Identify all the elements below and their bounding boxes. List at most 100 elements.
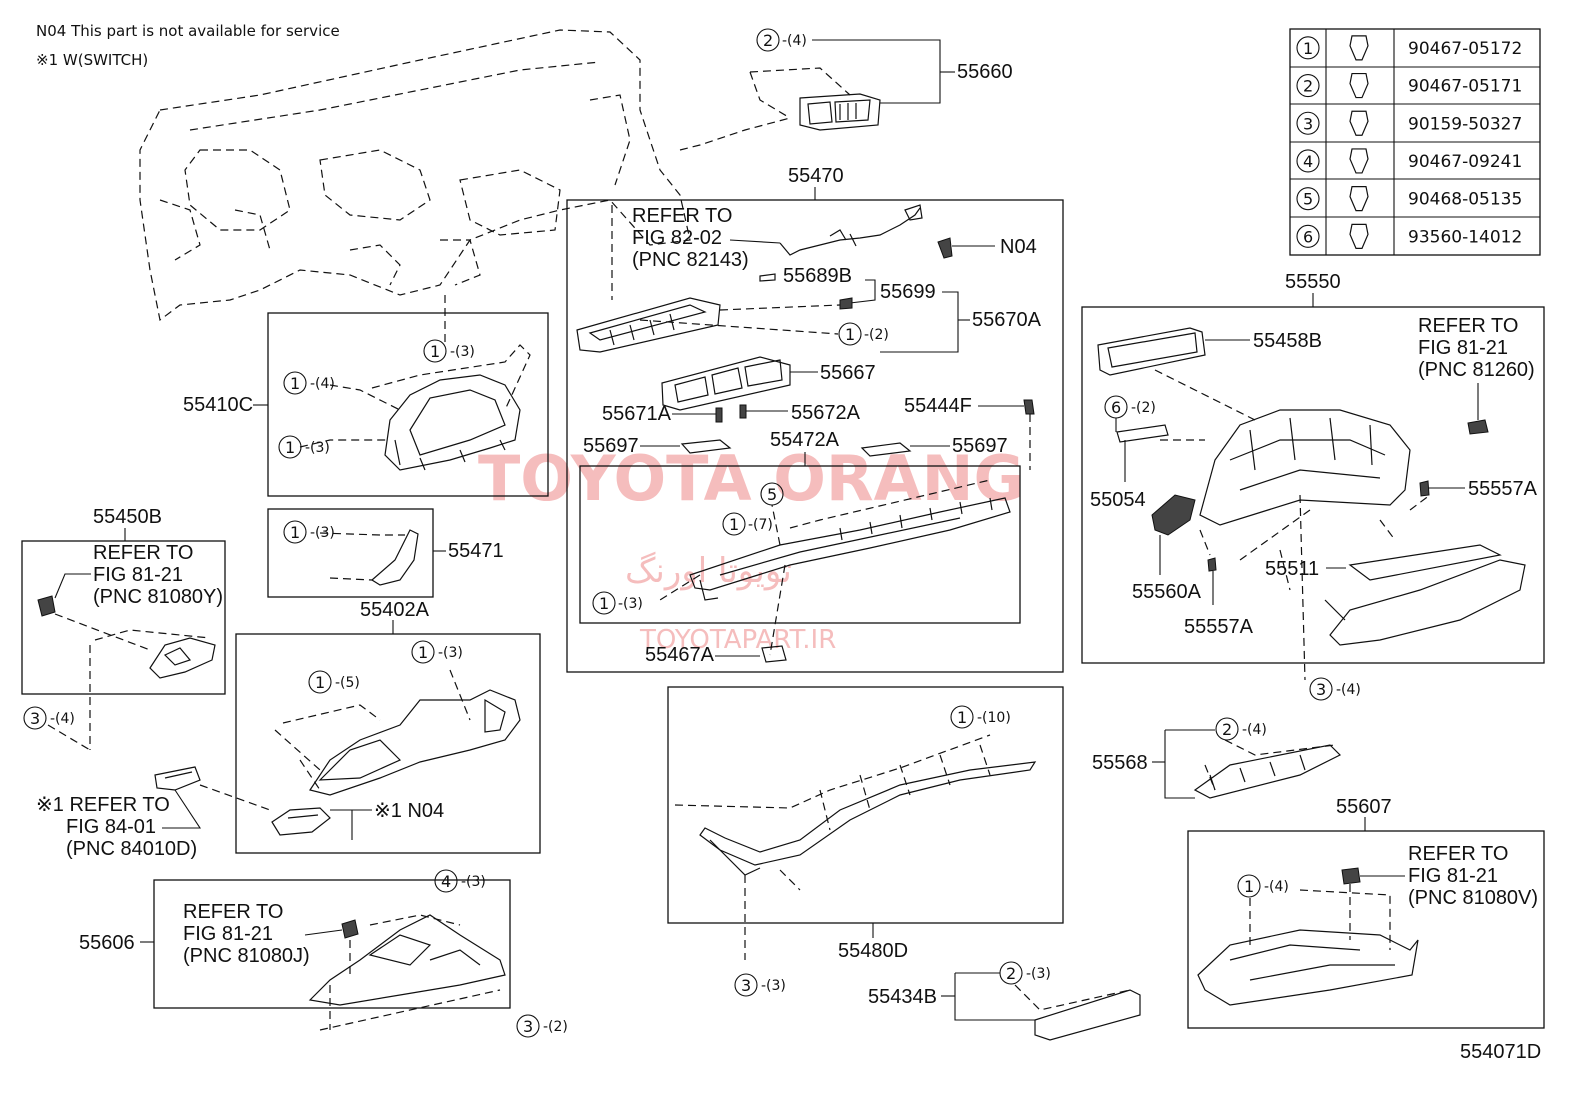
wire-harness (779, 207, 921, 256)
svg-text:-(7): -(7) (748, 517, 773, 533)
svg-text:-(4): -(4) (50, 711, 75, 727)
ref-81080J: REFER TO FIG 81-21 (PNC 81080J) (183, 901, 310, 967)
panel-55458B (1097, 327, 1206, 376)
svg-text:-(3): -(3) (461, 874, 486, 890)
svg-text:4: 4 (441, 872, 451, 891)
label-55450B: 55450B (93, 506, 162, 528)
label-55670A: 55670A (972, 309, 1042, 331)
svg-text:※1 REFER TO: ※1 REFER TO (36, 794, 170, 816)
fastener-row: 3 90159-50327 (1296, 110, 1522, 136)
label-55672A: 55672A (791, 402, 861, 424)
ref-82-02: REFER TO FIG 82-02 (PNC 82143) (632, 205, 749, 271)
callout-55434B: 2 -(3) (999, 961, 1051, 985)
svg-text:-(3): -(3) (450, 344, 475, 360)
fastener-number: 4 (1303, 152, 1313, 171)
fastener-number-circle (1296, 111, 1320, 135)
label-55458B: 55458B (1253, 330, 1322, 352)
fastener-number-circle (1296, 224, 1320, 248)
bracket-55670A (880, 291, 959, 353)
label-55054: 55054 (1090, 489, 1146, 511)
note-switch: ※1 W(SWITCH) (36, 51, 148, 69)
part-55054-rod (1116, 424, 1169, 443)
part-81080J (341, 919, 359, 939)
svg-text:3: 3 (1316, 680, 1326, 699)
label-55410C: 55410C (183, 394, 253, 416)
label-55699: 55699 (880, 281, 936, 303)
bracket-55660 (812, 39, 941, 104)
garnish-55472A (689, 497, 1011, 601)
svg-text:1: 1 (1244, 877, 1254, 896)
switch-n04 (271, 807, 331, 836)
svg-text:(PNC 82143): (PNC 82143) (632, 249, 749, 271)
label-55557A-upper: 55557A (1468, 478, 1538, 500)
box-55606 (153, 879, 511, 1009)
fastener-part-number: 90159-50327 (1408, 114, 1522, 134)
svg-text:-(2): -(2) (543, 1019, 568, 1035)
callout-55471: 1 -(3) (283, 520, 335, 544)
panel-55402A (309, 689, 521, 796)
ref-81080Y: REFER TO FIG 81-21 (PNC 81080Y) (93, 542, 223, 608)
clip-icon (1349, 35, 1369, 61)
note-n04: N04 This part is not available for servi… (36, 22, 340, 40)
svg-text:2: 2 (1222, 720, 1232, 739)
part-55671A (715, 407, 723, 423)
svg-text:2: 2 (763, 31, 773, 50)
label-55697-left: 55697 (583, 435, 639, 457)
clip-icon (1349, 148, 1369, 174)
callout-55550-3: 3 -(4) (1309, 677, 1361, 701)
label-n04-switch: ※1 N04 (374, 800, 444, 822)
callout-55402A-b: 1 -(5) (308, 670, 360, 694)
callout-55606-b: 3 -(2) (516, 1014, 568, 1038)
svg-text:1: 1 (418, 643, 428, 662)
callout-55670A: 1 -(2) (838, 322, 889, 346)
callout-55410C-c: 1 -(3) (278, 435, 330, 459)
label-n04-top: N04 (1000, 236, 1037, 258)
bracket-line-55568 (1164, 730, 1195, 799)
svg-text:1: 1 (729, 515, 739, 534)
svg-text:1: 1 (957, 708, 967, 727)
svg-text:-(4): -(4) (310, 376, 335, 392)
label-55697-right: 55697 (952, 435, 1008, 457)
latch-55560A (1151, 494, 1196, 536)
ref-81080V: REFER TO FIG 81-21 (PNC 81080V) (1408, 843, 1538, 909)
part-55672A (739, 404, 747, 419)
svg-text:-(4): -(4) (1336, 682, 1361, 698)
fastener-number: 1 (1303, 39, 1313, 58)
label-55467A: 55467A (645, 644, 715, 666)
svg-text:1: 1 (290, 374, 300, 393)
n04-bracket (937, 237, 953, 259)
svg-text:-(3): -(3) (438, 645, 463, 661)
fastener-number: 5 (1303, 190, 1313, 209)
svg-text:1: 1 (430, 342, 440, 361)
leader-55699 (849, 279, 876, 304)
svg-text:FIG 82-02: FIG 82-02 (632, 227, 722, 249)
cluster-55410C (384, 374, 521, 471)
guide-line-55660 (679, 117, 791, 151)
garnish-55480D (699, 761, 1037, 876)
ref-84010D: ※1 REFER TO FIG 84-01 (PNC 84010D) (36, 794, 197, 860)
label-55550: 55550 (1285, 271, 1341, 293)
callout-55606-a: 4 -(3) (434, 869, 486, 893)
svg-text:(PNC 84010D): (PNC 84010D) (66, 838, 197, 860)
fastener-number: 2 (1303, 77, 1313, 96)
svg-text:3: 3 (523, 1017, 533, 1036)
vent-55667 (661, 356, 791, 411)
svg-text:-(3): -(3) (310, 525, 335, 541)
ref-81260: REFER TO FIG 81-21 (PNC 81260) (1418, 315, 1535, 381)
fastener-number: 3 (1303, 114, 1313, 133)
label-55444F: 55444F (904, 395, 972, 417)
bracket-55450B (149, 637, 216, 679)
guide-55660 (749, 67, 851, 119)
svg-text:(PNC 81260): (PNC 81260) (1418, 359, 1535, 381)
glovebox-frame (1199, 409, 1411, 526)
svg-text:(PNC 81080Y): (PNC 81080Y) (93, 586, 223, 608)
label-55471: 55471 (448, 540, 504, 562)
glovebox-door-55511 (1324, 544, 1526, 646)
svg-text:5: 5 (767, 485, 777, 504)
callout-55660: 2 -(4) (756, 28, 807, 52)
label-55667: 55667 (820, 362, 876, 384)
